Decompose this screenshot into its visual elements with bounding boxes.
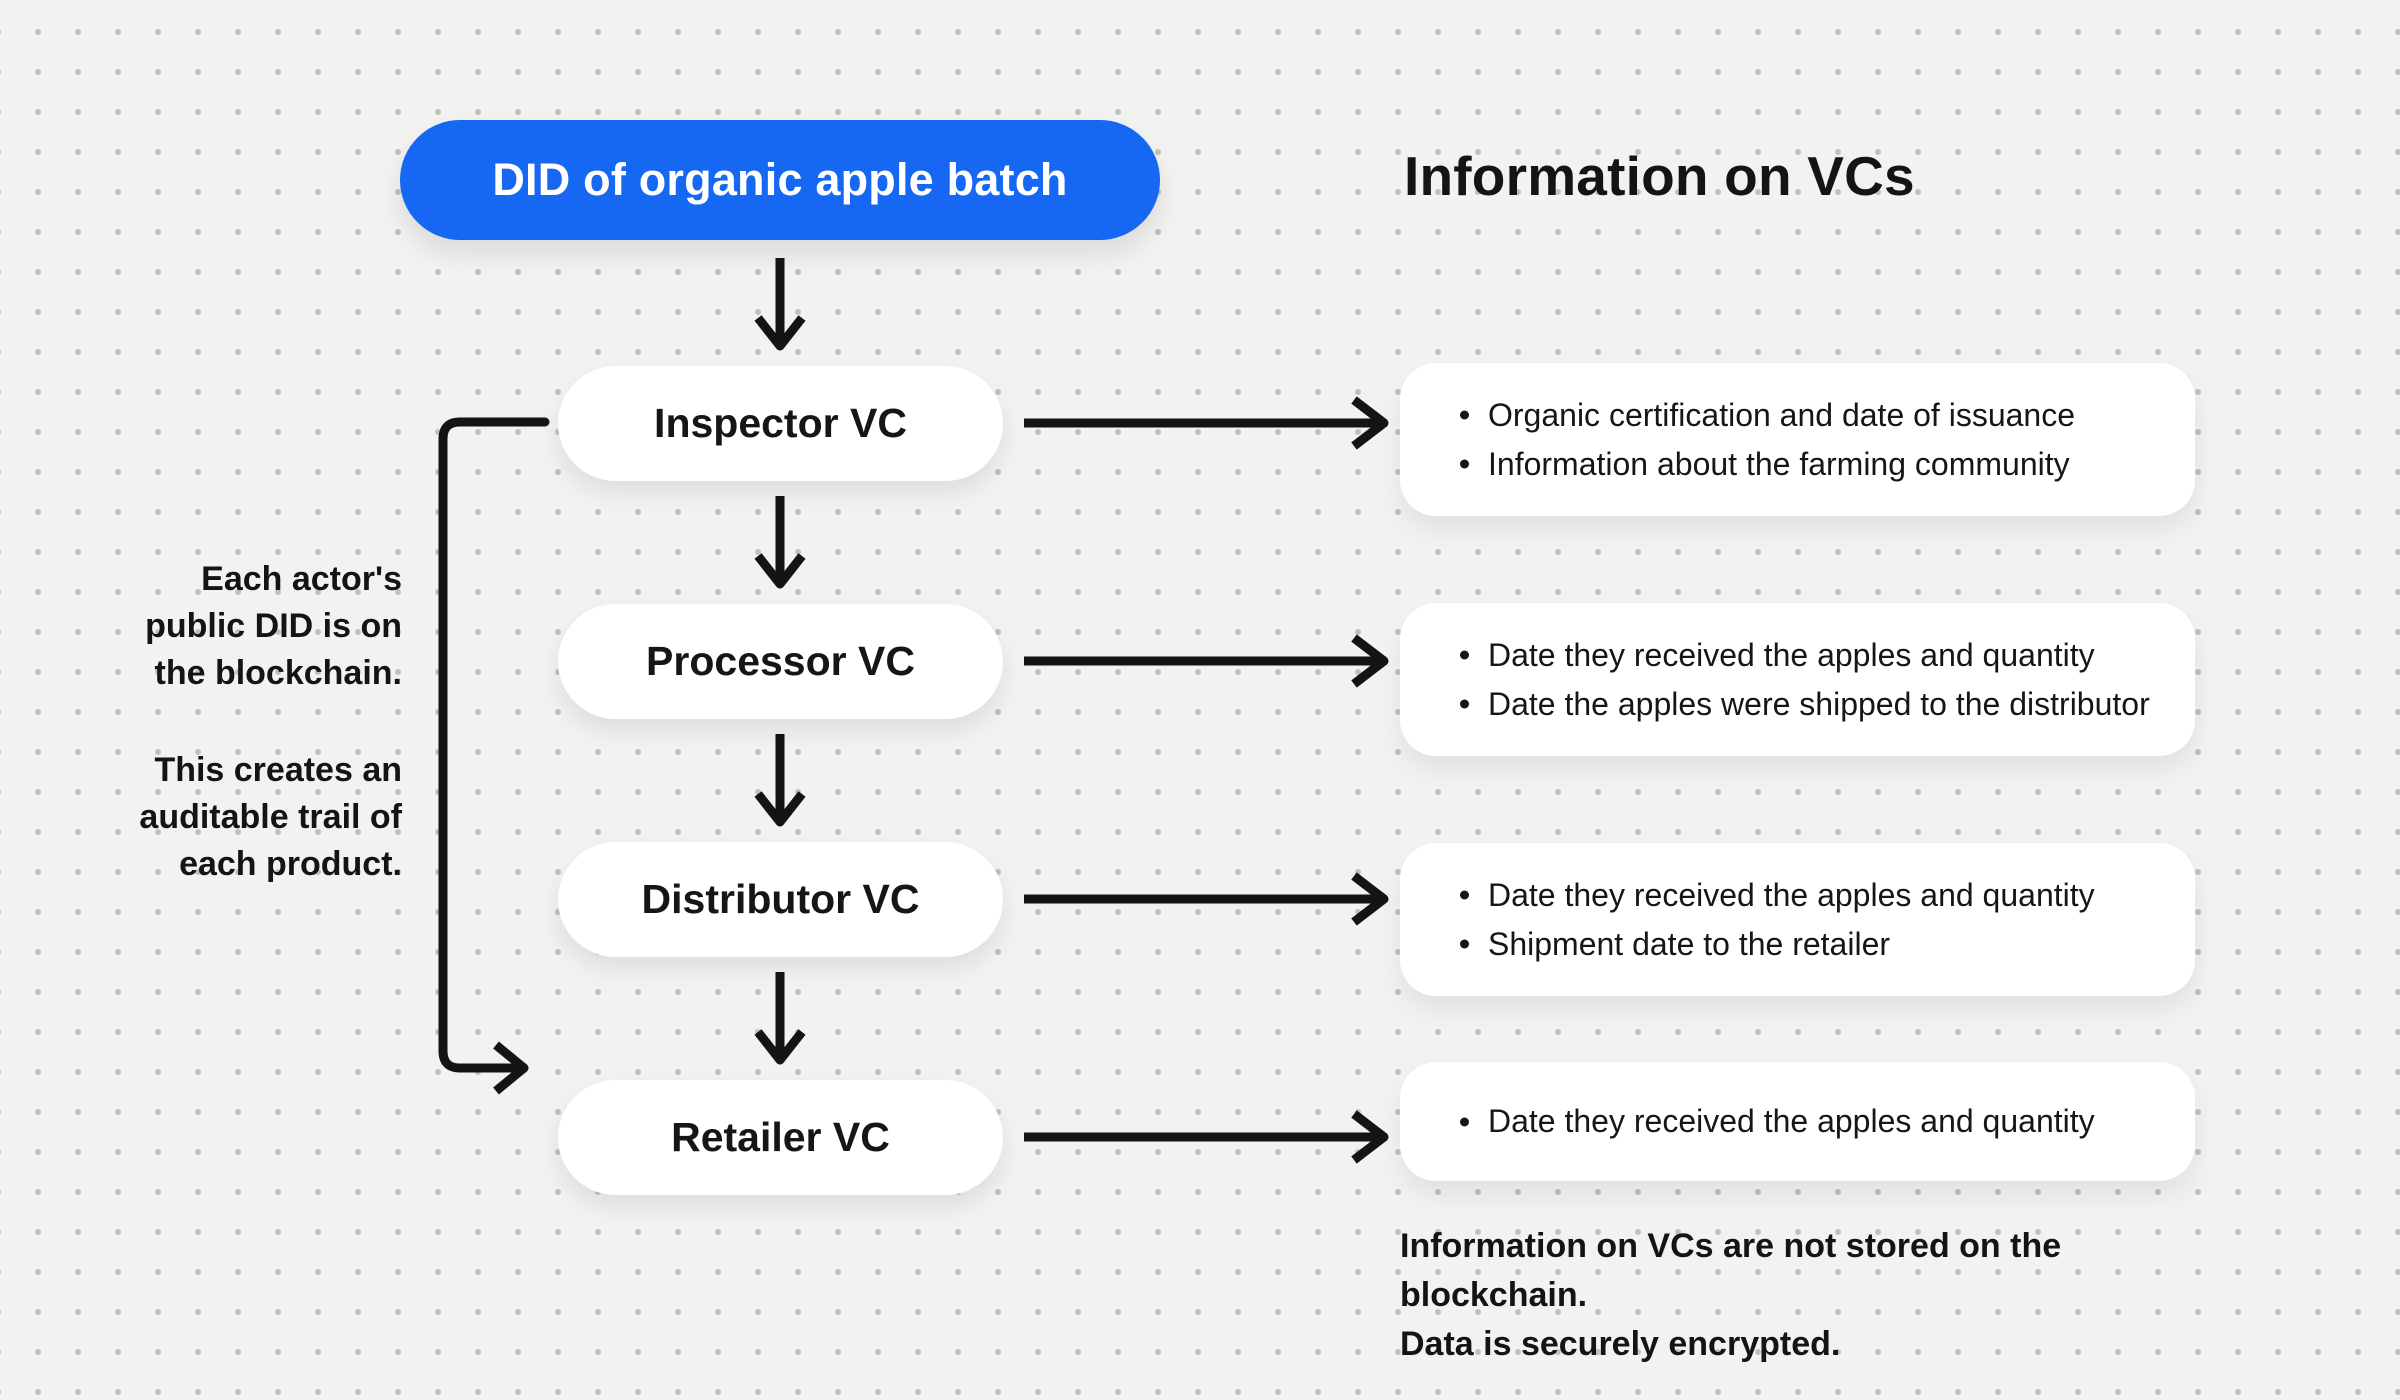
bullet-item: Date they received the apples and quanti… — [1452, 871, 2195, 920]
side-note-paragraph: Each actor's public DID is on the blockc… — [145, 560, 402, 692]
bullet-item: Shipment date to the retailer — [1452, 920, 2195, 969]
did-node: DID of organic apple batch — [400, 120, 1160, 240]
node-inspector-vc: Inspector VC — [558, 366, 1003, 481]
node-label: Retailer VC — [671, 1114, 890, 1160]
node-label: Inspector VC — [654, 400, 907, 446]
node-processor-vc: Processor VC — [558, 604, 1003, 719]
bullet-list: Organic certification and date of issuan… — [1452, 391, 2195, 489]
arrow-right-icon — [1024, 872, 1389, 926]
processor-vc-info-card: Date they received the apples and quanti… — [1400, 603, 2195, 756]
arrow-down-icon — [754, 258, 806, 351]
bullet-item: Date they received the apples and quanti… — [1452, 631, 2195, 680]
inspector-vc-info-card: Organic certification and date of issuan… — [1400, 363, 2195, 516]
arrow-right-icon — [1024, 634, 1389, 688]
bullet-item: Organic certification and date of issuan… — [1452, 391, 2195, 440]
blockchain-side-note: Each actor's public DID is on the blockc… — [120, 556, 402, 888]
node-label: Processor VC — [646, 638, 915, 684]
bullet-item: Date they received the apples and quanti… — [1452, 1097, 2195, 1146]
node-retailer-vc: Retailer VC — [558, 1080, 1003, 1195]
loop-arrow-icon — [438, 417, 550, 1095]
distributor-vc-info-card: Date they received the apples and quanti… — [1400, 843, 2195, 996]
footer-note-line: Data is securely encrypted. — [1400, 1325, 1841, 1363]
encryption-footer-note: Information on VCs are not stored on the… — [1400, 1222, 2240, 1369]
info-title: Information on VCs — [1404, 145, 1915, 207]
node-label: Distributor VC — [641, 876, 920, 922]
bullet-item: Date the apples were shipped to the dist… — [1452, 680, 2195, 729]
bullet-item: Information about the farming community — [1452, 440, 2195, 489]
bullet-list: Date they received the apples and quanti… — [1452, 631, 2195, 729]
retailer-vc-info-card: Date they received the apples and quanti… — [1400, 1062, 2195, 1181]
bullet-list: Date they received the apples and quanti… — [1452, 1097, 2195, 1146]
arrow-right-icon — [1024, 1110, 1389, 1164]
arrow-down-icon — [754, 734, 806, 827]
did-node-label: DID of organic apple batch — [492, 154, 1068, 205]
bullet-list: Date they received the apples and quanti… — [1452, 871, 2195, 969]
side-note-paragraph: This creates an auditable trail of each … — [139, 751, 402, 883]
arrow-down-icon — [754, 496, 806, 589]
node-distributor-vc: Distributor VC — [558, 842, 1003, 957]
footer-note-line: Information on VCs are not stored on the… — [1400, 1227, 2062, 1314]
arrow-right-icon — [1024, 396, 1389, 450]
arrow-down-icon — [754, 972, 806, 1065]
